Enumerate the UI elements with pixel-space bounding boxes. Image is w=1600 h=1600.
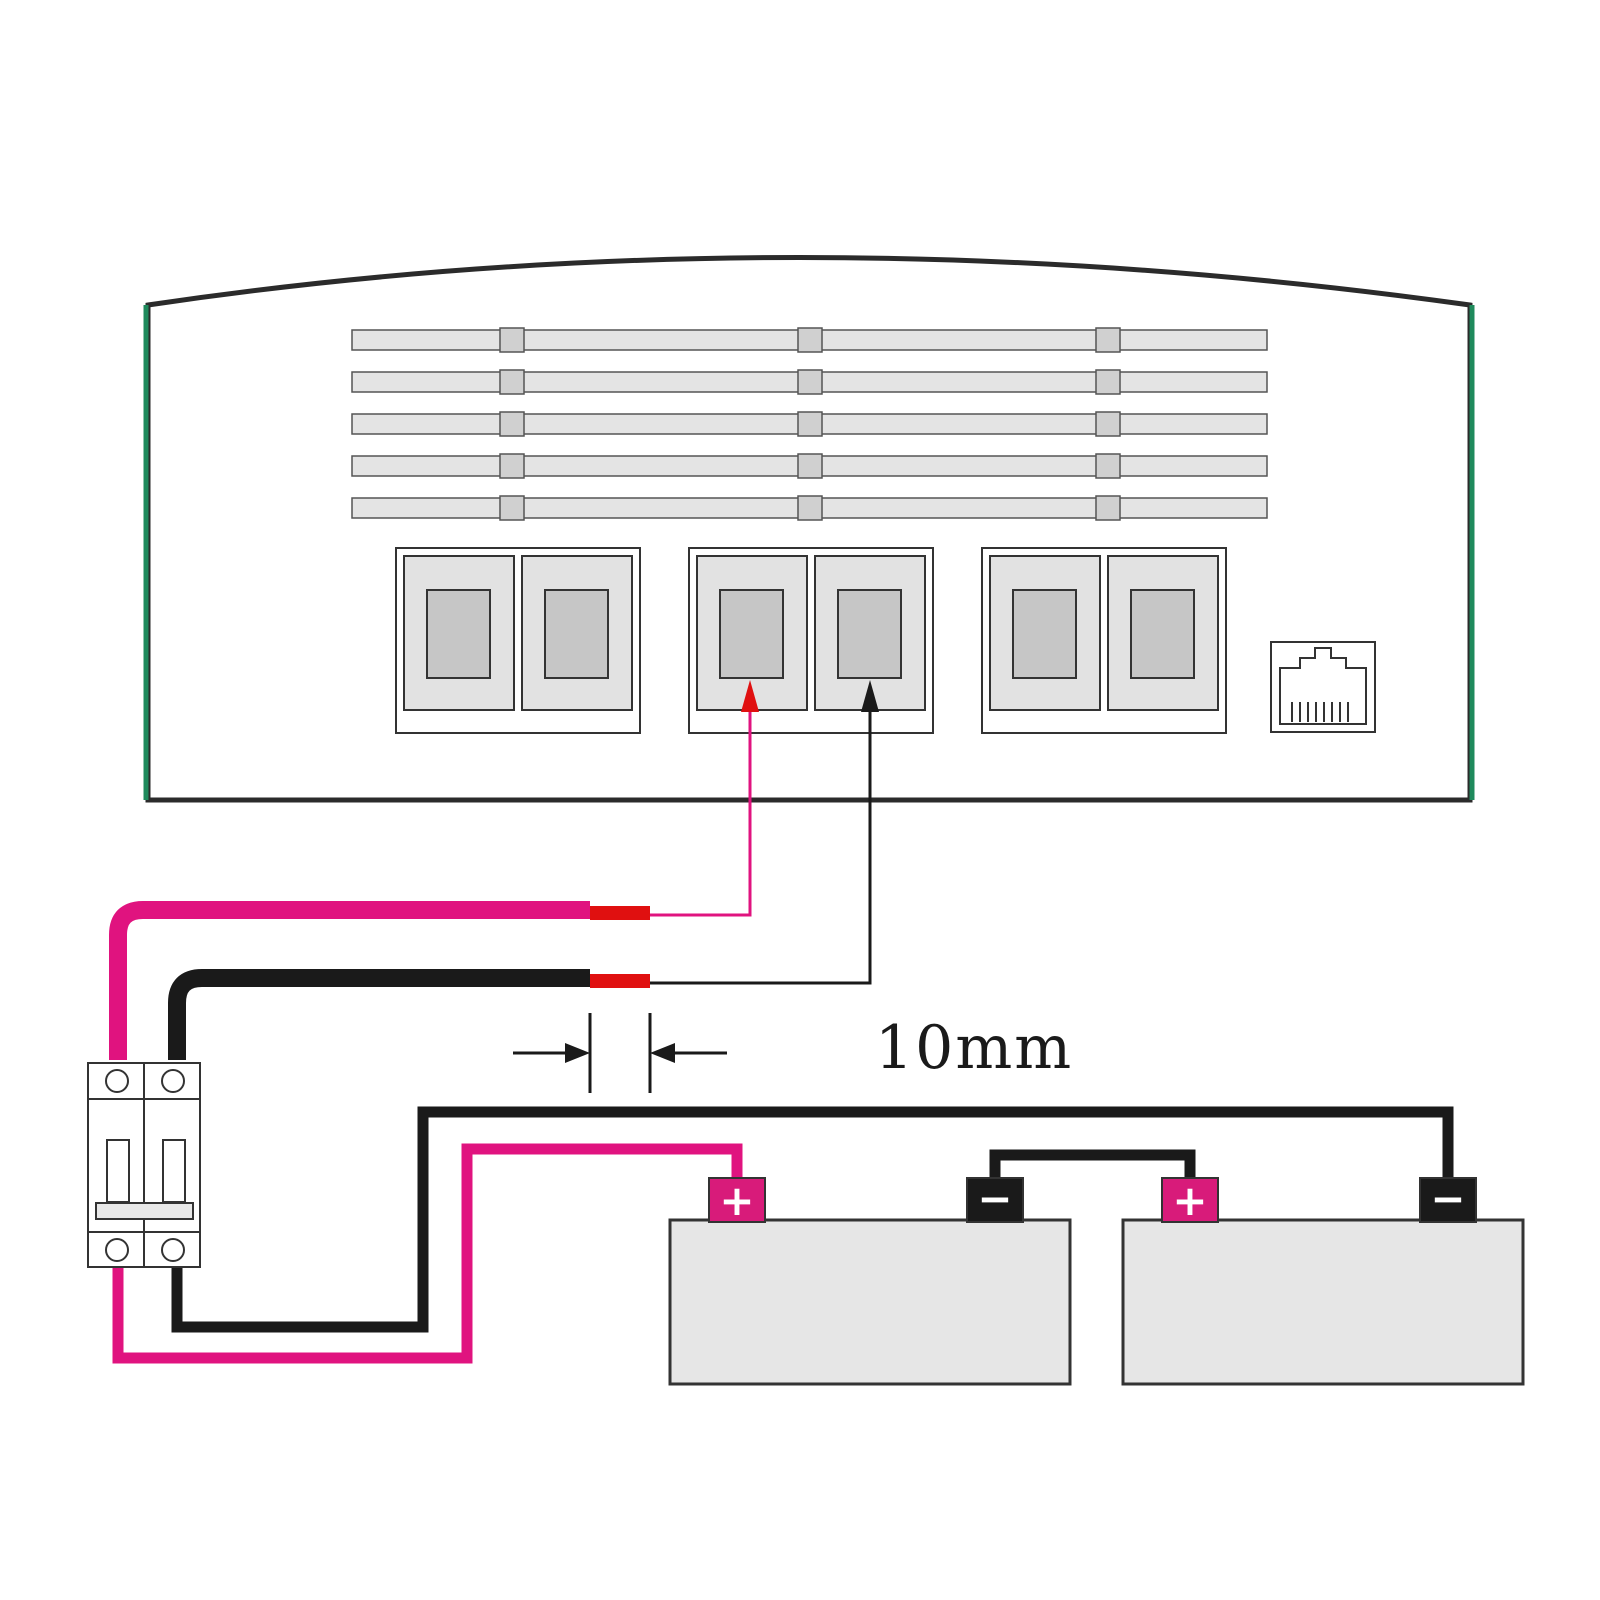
rj45-port-icon[interactable] [1270, 641, 1376, 733]
battery-icon [668, 1218, 1072, 1386]
series-link-wire [989, 1149, 1196, 1180]
battery-2-negative-post[interactable] [1419, 1177, 1477, 1223]
terminal-block-battery [688, 547, 934, 734]
stripped-tip-negative [590, 974, 650, 988]
strip-length-dimension [513, 1013, 727, 1093]
battery-2: + − [1121, 1174, 1525, 1386]
battery-icon [1121, 1218, 1525, 1386]
negative-cable [168, 969, 590, 1060]
arrow-up-icon [861, 680, 879, 712]
negative-lead [650, 680, 879, 985]
vent-brackets [499, 327, 1121, 521]
battery-1-negative-post[interactable] [966, 1177, 1024, 1223]
battery-2-positive-post[interactable] [1161, 1177, 1219, 1223]
breaker-toggle[interactable] [162, 1139, 186, 1203]
plus-sign: + [719, 1176, 754, 1225]
arrow-left-icon [650, 1043, 675, 1063]
plus-sign: + [1172, 1176, 1207, 1225]
terminal-screw[interactable] [426, 589, 491, 679]
arrow-up-icon [741, 680, 759, 712]
stripped-tip-positive [590, 906, 650, 920]
minus-sign: − [1430, 1174, 1465, 1223]
terminal-screw[interactable] [1130, 589, 1195, 679]
controller-panel [143, 255, 1475, 803]
battery-1-positive-post[interactable] [708, 1177, 766, 1223]
dc-breaker-icon[interactable] [87, 1062, 201, 1268]
dimension-label: 10mm [875, 1013, 1073, 1083]
terminal-block-pv [395, 547, 641, 734]
breaker-handle-bar[interactable] [95, 1202, 194, 1220]
arrow-right-icon [565, 1043, 590, 1063]
battery-positive-terminal[interactable] [719, 589, 784, 679]
breaker-toggle[interactable] [106, 1139, 130, 1203]
positive-lead [650, 680, 759, 917]
positive-cable [109, 901, 590, 1060]
battery-negative-wire [171, 1106, 1454, 1333]
battery-positive-wire [112, 1143, 743, 1364]
battery-1: + − [668, 1174, 1072, 1386]
battery-negative-terminal[interactable] [837, 589, 902, 679]
terminal-screw[interactable] [544, 589, 609, 679]
minus-sign: − [977, 1174, 1012, 1223]
terminal-block-load [981, 547, 1227, 734]
terminal-screw[interactable] [1012, 589, 1077, 679]
